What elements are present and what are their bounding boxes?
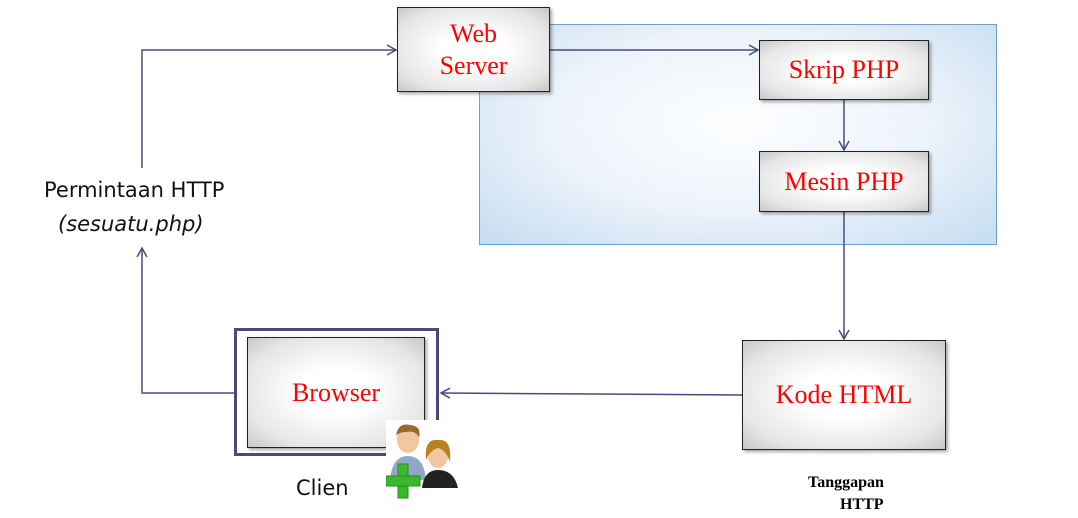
node-label: Browser	[291, 377, 381, 407]
arrow-browser-to-request	[136, 246, 234, 394]
request-label: Permintaan HTTP	[44, 178, 225, 202]
node-label: Web Server	[439, 18, 508, 80]
node-skrip-php: Skrip PHP	[759, 40, 929, 100]
add-users-icon	[386, 420, 462, 500]
node-kode-html: Kode HTML	[742, 340, 946, 450]
response-label: Tanggapan	[808, 474, 884, 491]
node-web-server: Web Server	[397, 7, 550, 92]
arrow-request-to-webserver	[141, 44, 398, 168]
request-label-file: (sesuatu.php)	[58, 212, 204, 236]
node-label: Kode HTML	[775, 380, 913, 409]
node-label: Skrip PHP	[788, 55, 900, 84]
arrow-kode-to-browser	[439, 387, 743, 399]
node-label: Mesin PHP	[784, 166, 904, 196]
client-frame	[234, 328, 439, 456]
response-label-http: HTTP	[840, 496, 884, 513]
client-label: Clien	[296, 476, 349, 500]
node-mesin-php: Mesin PHP	[759, 151, 929, 212]
